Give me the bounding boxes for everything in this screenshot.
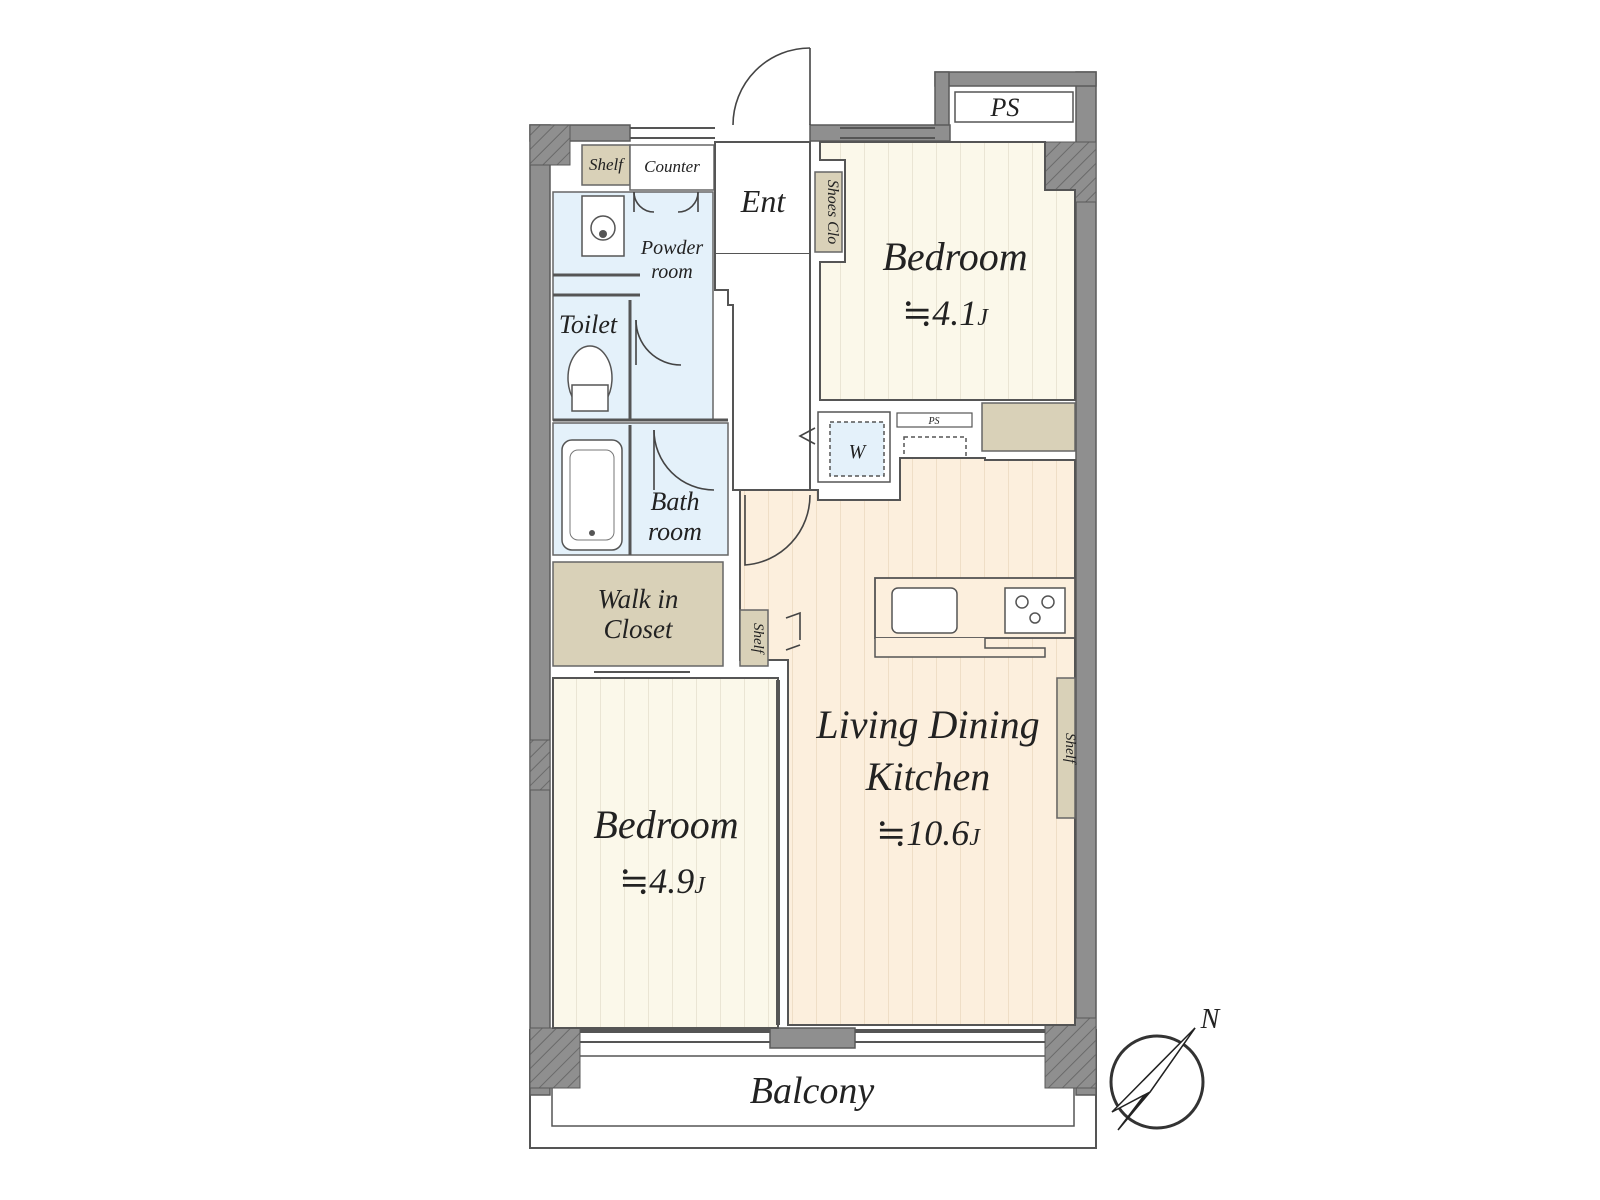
living-dining-kitchen: Shelf Living Dining Kitchen ≒10.6J Shelf [739, 457, 1078, 1026]
bedroom-bottom-area: ≒4.9J [619, 861, 706, 901]
ps-label: PS [990, 93, 1020, 122]
utility-area: W PS R [798, 411, 973, 500]
powder-room: Powder room [553, 191, 703, 297]
bedroom-top: Bedroom ≒4.1J [819, 141, 1076, 452]
north-arrow-icon: N [1109, 1004, 1221, 1131]
pipe-space: PS [954, 91, 1074, 123]
bottom-windows [580, 1031, 1045, 1043]
ldk-small-shelf-label: Shelf [750, 623, 766, 655]
sink-icon [590, 215, 616, 241]
compass-label: N [1200, 1004, 1221, 1035]
bath-room: Bath room [561, 425, 715, 555]
bath-door [653, 429, 715, 491]
walk-in-closet: Walk in Closet [552, 561, 724, 667]
shelf-top-left [581, 144, 631, 186]
walkin-label-1: Walk in [598, 584, 679, 614]
exterior-walls [529, 71, 1097, 1096]
bedroom-bottom: Bedroom ≒4.9J [552, 671, 780, 1029]
balcony-label: Balcony [750, 1070, 875, 1112]
entrance-label: Ent [740, 183, 787, 219]
ldk-shelf-label: Shelf [1062, 733, 1078, 765]
counter [629, 144, 715, 191]
toilet-door [635, 319, 682, 366]
ldk-shelf [1056, 677, 1076, 819]
bathtub-icon [561, 439, 623, 551]
entrance-door[interactable] [732, 47, 811, 126]
ldk-small-shelf [739, 609, 769, 667]
ldk-area: ≒10.6J [876, 813, 981, 853]
ldk-door [744, 494, 811, 566]
bedroom-top-area: ≒4.1J [902, 293, 989, 333]
ldk-name-1: Living Dining [815, 702, 1039, 747]
shoes-closet-label: Shoes Clo [824, 180, 841, 244]
shoes-closet [814, 171, 843, 253]
powder-label-1: Powder [640, 237, 703, 259]
bedroom-top-name: Bedroom [882, 234, 1027, 279]
toilet-room: Toilet [553, 300, 728, 422]
walkin-label-2: Closet [603, 614, 674, 644]
shelf-label: Shelf [589, 155, 625, 174]
ps-small-label: PS [927, 416, 939, 427]
stove-icon [1004, 587, 1066, 634]
sink-icon [891, 587, 958, 634]
washer-space [829, 421, 885, 477]
ldk-name-2: Kitchen [865, 754, 990, 799]
hallway: Ent Shoes Clo [714, 141, 843, 491]
bath-label-1: Bath [650, 487, 699, 516]
bath-label-2: room [648, 517, 702, 546]
top-windows [630, 127, 935, 139]
bedroom-bottom-name: Bedroom [593, 802, 738, 847]
powder-label-2: room [651, 261, 692, 283]
toilet-label: Toilet [559, 310, 618, 339]
bedroom-top-closet [981, 402, 1076, 452]
washer-label: W [849, 441, 868, 463]
counter-label: Counter [644, 157, 700, 176]
